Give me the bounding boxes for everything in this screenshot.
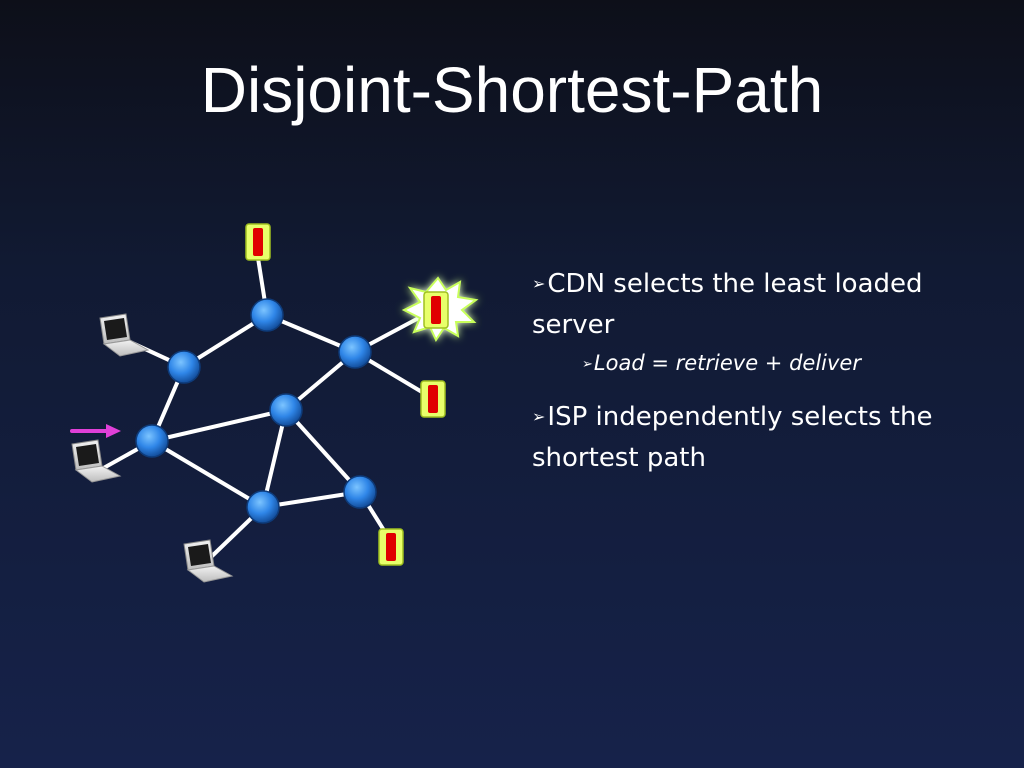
bullet-text: Load = retrieve + deliver [593, 351, 861, 375]
router-node [246, 490, 280, 524]
server-icon [420, 380, 446, 418]
slide-title: Disjoint-Shortest-Path [200, 54, 824, 126]
edge [150, 439, 265, 509]
router-nodes [135, 298, 377, 524]
router-node [167, 350, 201, 384]
sub-bullet-load: ➢Load = retrieve + deliver [582, 346, 992, 382]
router-node [135, 424, 169, 458]
bullet-isp: ➢ISP independently selects the shortest … [532, 396, 992, 479]
bullet-marker: ➢ [582, 357, 593, 372]
laptop-icon [99, 313, 150, 357]
bullet-marker: ➢ [532, 274, 546, 293]
laptop-icon [183, 539, 234, 583]
bullet-cdn: ➢CDN selects the least loaded server [532, 263, 992, 346]
edge [150, 408, 288, 443]
server-icon [378, 528, 404, 566]
edge [284, 408, 362, 494]
router-node [269, 393, 303, 427]
request-arrow-icon [70, 424, 121, 438]
bullet-marker: ➢ [532, 407, 546, 426]
bullet-text: ISP independently selects the shortest p… [532, 402, 933, 473]
router-node [343, 475, 377, 509]
laptop-icon [71, 439, 122, 483]
router-node [250, 298, 284, 332]
bullet-list: ➢CDN selects the least loaded server ➢Lo… [532, 263, 992, 479]
bullet-text: CDN selects the least loaded server [532, 269, 923, 340]
server-icon [423, 291, 449, 329]
router-node [338, 335, 372, 369]
server-icon [245, 223, 271, 261]
